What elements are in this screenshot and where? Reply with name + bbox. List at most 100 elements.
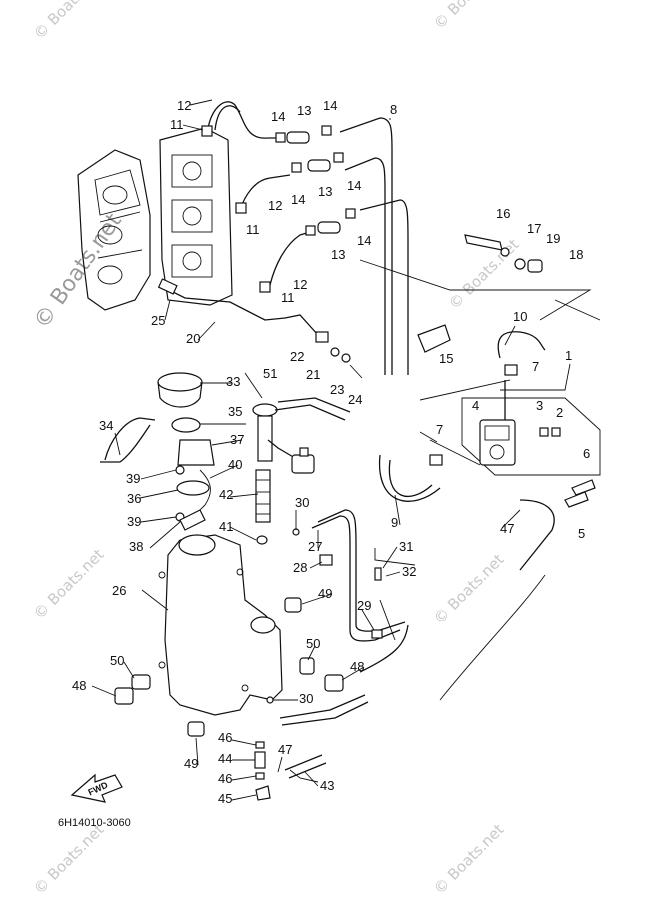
clip-7b <box>429 454 443 466</box>
washer-46b <box>255 772 265 780</box>
callout-48a: 48 <box>350 659 364 674</box>
washer-19 <box>514 258 526 270</box>
callout-40: 40 <box>228 457 242 472</box>
callout-14b: 14 <box>323 98 337 113</box>
callout-50b: 50 <box>110 653 124 668</box>
hose-20 <box>157 278 363 379</box>
callout-41: 41 <box>219 519 233 534</box>
check-valve-13b <box>307 159 331 172</box>
callout-6: 6 <box>583 446 590 461</box>
spacer-44 <box>254 751 266 769</box>
bolt-48a <box>324 674 344 692</box>
drawing-code: 6H14010-3060 <box>58 817 131 829</box>
clip-14b <box>321 125 332 136</box>
screw-39a <box>175 465 185 475</box>
tank-filler-neck <box>178 534 216 556</box>
callout-31: 31 <box>399 539 413 554</box>
callout-26: 26 <box>112 583 126 598</box>
washer-21 <box>330 347 340 357</box>
clip-14d <box>333 152 344 163</box>
callout-14a: 14 <box>271 109 285 124</box>
callout-11c: 11 <box>281 290 295 305</box>
float-42 <box>255 469 271 523</box>
callout-27: 27 <box>308 539 322 554</box>
leader-lines <box>91 99 571 801</box>
fitting-25 <box>157 278 178 295</box>
callout-36: 36 <box>127 491 141 506</box>
clip-14c <box>291 162 302 173</box>
callout-13c: 13 <box>331 247 345 262</box>
washer-17 <box>500 247 510 257</box>
callout-39b: 39 <box>127 514 141 529</box>
washer-2 <box>551 427 561 437</box>
callout-43: 43 <box>320 778 334 793</box>
callout-12a: 12 <box>177 98 191 113</box>
clip-14e <box>305 225 316 236</box>
callout-45: 45 <box>218 791 232 806</box>
callout-23: 23 <box>330 382 344 397</box>
upper-hoses <box>207 101 409 375</box>
grommet-50b <box>131 674 151 690</box>
clip-14a <box>275 132 286 143</box>
filler-37 <box>177 439 215 466</box>
callout-28: 28 <box>293 560 307 575</box>
callout-12b: 12 <box>268 198 282 213</box>
fitting-45 <box>255 785 271 801</box>
callout-14e: 14 <box>357 233 371 248</box>
callout-50a: 50 <box>306 636 320 651</box>
callout-9: 9 <box>391 515 398 530</box>
callout-44: 44 <box>218 751 232 766</box>
callout-21: 21 <box>306 367 320 382</box>
check-valve-13a <box>286 131 310 144</box>
screw-3 <box>539 427 549 437</box>
callout-19: 19 <box>546 231 560 246</box>
check-valves <box>201 125 356 293</box>
callout-29: 29 <box>357 598 371 613</box>
callout-11a: 11 <box>170 117 184 132</box>
callout-47a: 47 <box>500 521 514 536</box>
callout-49b: 49 <box>184 756 198 771</box>
fitting-11b <box>235 202 247 214</box>
callout-47b: 47 <box>278 742 292 757</box>
tank-cap-assembly <box>100 372 215 531</box>
clip-28 <box>319 554 333 566</box>
callout-17: 17 <box>527 221 541 236</box>
oil-level-sensor <box>252 397 351 545</box>
callout-14d: 14 <box>291 192 305 207</box>
callout-33: 33 <box>226 374 240 389</box>
callout-2: 2 <box>556 405 563 420</box>
grommet-49a <box>284 597 302 613</box>
callout-20: 20 <box>186 331 200 346</box>
callout-5: 5 <box>578 526 585 541</box>
clip-30b <box>266 696 274 704</box>
callout-7a: 7 <box>532 359 539 374</box>
gasket-35 <box>171 417 201 433</box>
fitting-6 <box>571 479 596 496</box>
callout-32: 32 <box>402 564 416 579</box>
callout-13b: 13 <box>318 184 332 199</box>
callout-39a: 39 <box>126 471 140 486</box>
callout-30b: 30 <box>299 691 313 706</box>
hose-10-and-9 <box>378 331 555 571</box>
fitting-22 <box>315 331 329 343</box>
tank-outlet <box>250 616 276 634</box>
callout-46a: 46 <box>218 730 232 745</box>
callout-16: 16 <box>496 206 510 221</box>
callout-15: 15 <box>439 351 453 366</box>
grommet-18 <box>527 259 543 273</box>
fitting-11a <box>201 125 213 137</box>
screw-31 <box>374 567 382 581</box>
bracket-38 <box>179 509 206 531</box>
ring-36 <box>176 480 210 496</box>
fitting-5 <box>564 491 589 508</box>
oil-tank <box>158 534 283 716</box>
callout-4: 4 <box>472 398 479 413</box>
callout-11b: 11 <box>246 222 260 237</box>
callout-49a: 49 <box>318 586 332 601</box>
callout-42: 42 <box>219 487 233 502</box>
connector <box>291 454 315 474</box>
callout-34: 34 <box>99 418 113 433</box>
check-valve-13c <box>317 221 341 234</box>
